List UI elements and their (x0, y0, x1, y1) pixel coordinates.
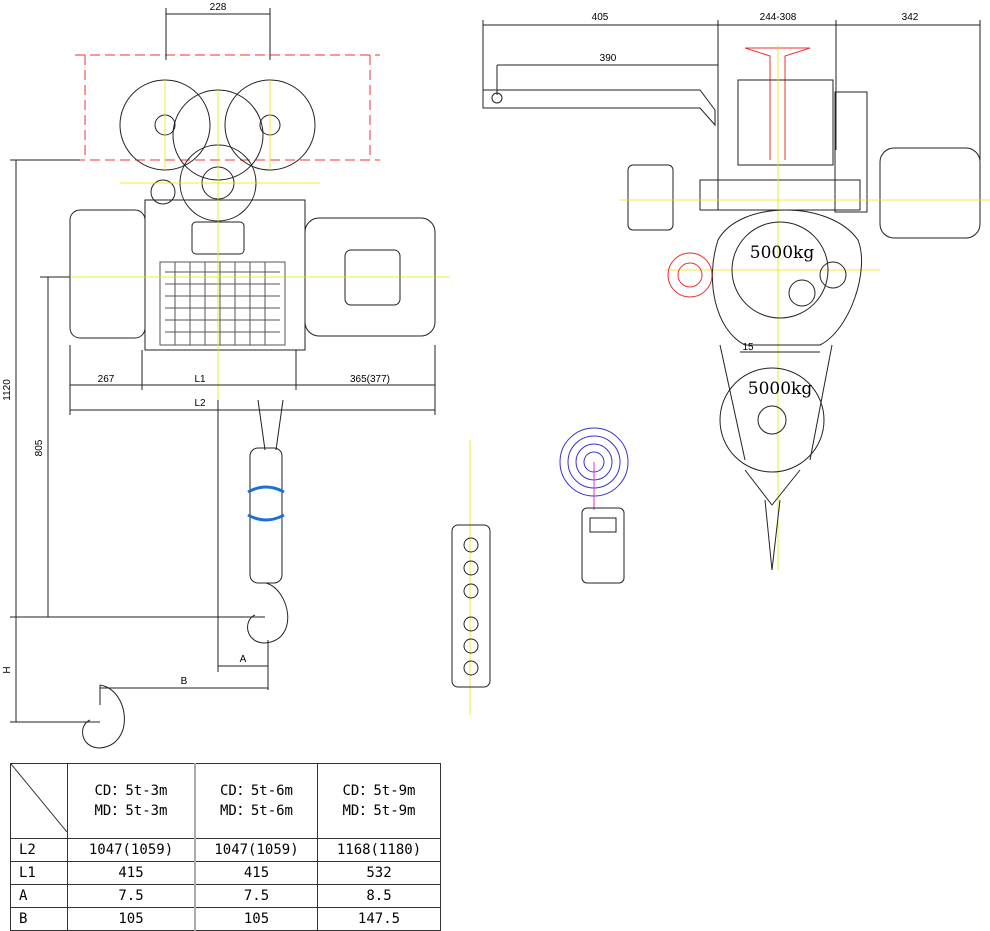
cell: 105 (67, 907, 196, 931)
dim-244-308: 244-308 (760, 12, 797, 23)
hook-pulley (719, 367, 825, 473)
dim-b: B (181, 676, 188, 687)
row-label: L2 (10, 838, 68, 862)
load-label-upper: 5000kg (750, 243, 815, 263)
motor-left (69, 209, 146, 339)
cell: 147.5 (317, 907, 441, 931)
dim-228: 228 (210, 2, 227, 13)
dim-342: 342 (902, 12, 919, 23)
hook-block (249, 447, 283, 584)
dim-390: 390 (600, 53, 617, 64)
cell: 1047(1059) (194, 838, 318, 862)
dim-267: 267 (98, 374, 115, 385)
cell: 105 (194, 907, 318, 931)
dim-15: 15 (742, 342, 754, 353)
dim-1120: 1120 (2, 379, 13, 401)
table-row: L2 1047(1059) 1047(1059) 1168(1180) (10, 838, 441, 862)
cell: 7.5 (194, 884, 318, 908)
row-label: A (10, 884, 68, 908)
header-line: MD：5t-9m (342, 803, 416, 819)
load-label-lower: 5000kg (748, 379, 813, 399)
side-view: 405 244-308 342 390 5000kg 15 5000kg (451, 12, 990, 715)
trolley-side (737, 79, 834, 166)
cell: 7.5 (67, 884, 196, 908)
hoist-body (712, 209, 862, 346)
pendant-control (451, 524, 491, 688)
arm (482, 89, 716, 127)
dim-h: H (2, 666, 13, 673)
dim-l1: L1 (194, 374, 206, 385)
dim-805: 805 (34, 439, 45, 456)
cell: 532 (317, 861, 441, 885)
rope-drum (159, 261, 286, 346)
header-line: CD：5t-6m (219, 783, 293, 799)
cell: 8.5 (317, 884, 441, 908)
cell: 1168(1180) (317, 838, 441, 862)
table-row: B 105 105 147.5 (10, 907, 441, 931)
row-label: L1 (10, 861, 68, 885)
dim-l2: L2 (194, 398, 206, 409)
cell: 415 (194, 861, 318, 885)
front-view: 228 267 L1 365(377) L2 1120 805 H A B (2, 2, 450, 749)
dim-405: 405 (592, 12, 609, 23)
dim-a: A (240, 654, 247, 665)
header-line: MD：5t-3m (94, 803, 168, 819)
motor-side (879, 147, 981, 239)
remote-control (581, 507, 625, 584)
cell: 415 (67, 861, 196, 885)
cell: 1047(1059) (67, 838, 196, 862)
rail-outline (75, 54, 380, 161)
table-row: L1 415 415 532 (10, 861, 441, 885)
corner-cell (10, 763, 68, 839)
header-line: CD：5t-3m (94, 783, 168, 799)
row-label: B (10, 907, 68, 931)
dim-365: 365(377) (350, 374, 390, 385)
table-row: A 7.5 7.5 8.5 (10, 884, 441, 908)
hook (247, 582, 289, 644)
header-line: MD：5t-6m (219, 803, 293, 819)
header-line: CD：5t-9m (342, 783, 416, 799)
